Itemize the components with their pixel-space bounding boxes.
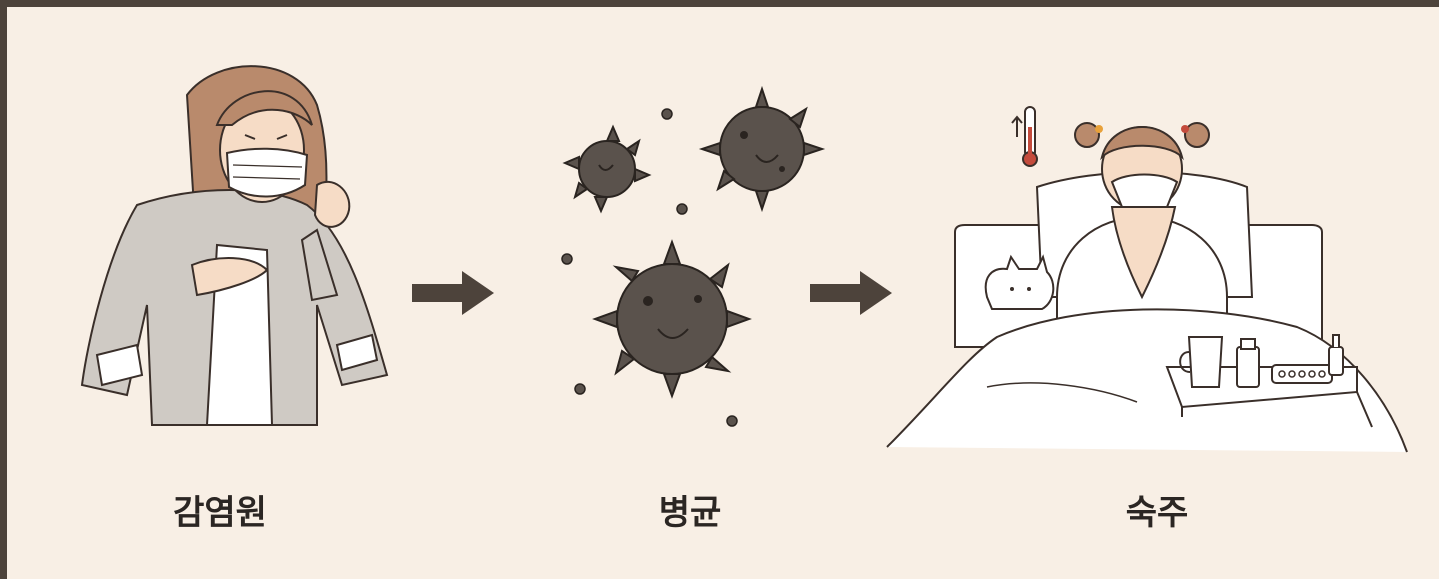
sick-child-in-bed-icon [877, 97, 1417, 457]
virus-icon [595, 242, 749, 396]
virus-icon [565, 127, 649, 211]
virus-icon [702, 89, 822, 209]
masked-person-coughing-icon [67, 55, 397, 435]
arrow-right-icon [412, 269, 496, 317]
host-panel [877, 97, 1417, 457]
step-label-host: 숙주 [1037, 485, 1277, 534]
infection-source-panel [67, 55, 397, 435]
step-label-pathogen: 병균 [570, 485, 810, 534]
pathogen-panel [547, 79, 827, 439]
step-label-source: 감염원 [100, 485, 340, 534]
thermometer-icon [1012, 107, 1037, 166]
